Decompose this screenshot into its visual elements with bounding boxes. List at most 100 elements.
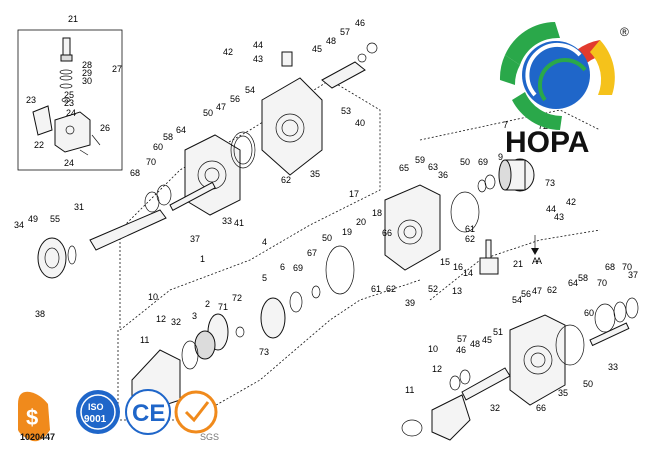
callout-70: 70 [0,0,10,2]
callout-57: 57 [457,334,467,344]
callout-64: 64 [568,278,578,288]
callout-4: 4 [262,237,267,247]
callout-66: 66 [536,403,546,413]
callout-72: 72 [232,293,242,303]
callout-A: A [536,256,542,266]
callout-69: 69 [478,157,488,167]
callout-24: 24 [66,108,76,118]
callout-16: 16 [453,262,463,272]
end-cover-top [184,131,256,216]
callout-70: 70 [622,262,632,272]
callout-51: 51 [493,327,503,337]
arrow-label: A [532,256,538,266]
callout-37: 37 [190,234,200,244]
ce-mark: CE [132,400,165,427]
inset-detail [17,29,123,171]
callout-23: 23 [26,95,36,105]
callout-49: 49 [28,214,38,224]
callout-68: 68 [605,262,615,272]
brand-logo: HOPA ® [499,22,629,159]
callout-27: 27 [112,64,122,74]
callout-38: 38 [35,309,45,319]
callout-19: 19 [342,227,352,237]
callout-43: 43 [253,54,263,64]
drive-shaft-left [37,181,216,279]
callout-67: 67 [307,248,317,258]
iso-number: 9001 [84,414,107,425]
callout-39: 39 [405,298,415,308]
callout-56: 56 [521,289,531,299]
main-housing-top [261,42,378,176]
callout-60: 60 [153,142,163,152]
sgs-label: SGS [200,432,219,442]
callout-24: 24 [64,158,74,168]
callout-17: 17 [349,189,359,199]
callout-13: 13 [452,286,462,296]
registered-mark: ® [620,25,629,39]
callout-71: 71 [218,302,228,312]
callout-11: 11 [405,385,414,395]
callout-50: 50 [583,379,593,389]
callout-12: 12 [156,314,166,324]
callout-25: 25 [64,90,74,100]
callout-40: 40 [355,118,365,128]
callout-66: 66 [382,228,392,238]
callout-33: 33 [608,362,618,372]
callout-48: 48 [326,36,336,46]
callout-58: 58 [578,273,588,283]
callout-61: 61 [371,284,381,294]
callout-69: 69 [293,263,303,273]
callout-60: 60 [584,308,594,318]
callout-62: 62 [281,175,291,185]
main-housing-bottom [401,297,639,441]
callout-55: 55 [50,214,60,224]
callout-26: 26 [100,123,110,133]
callout-63: 63 [428,162,438,172]
callout-48: 48 [470,339,480,349]
callout-42: 42 [566,197,576,207]
callout-50: 50 [203,108,213,118]
callout-33: 33 [222,216,232,226]
certification-badges: $ 1020447 ISO 9001 CE SGS [18,389,219,442]
callout-41: 41 [234,218,244,228]
callout-10: 10 [428,344,438,354]
callout-23: 23 [64,98,74,108]
callout-47: 47 [532,286,542,296]
callout-50: 50 [322,233,332,243]
callout-37: 37 [628,270,638,280]
callout-32: 32 [171,317,181,327]
callout-62: 62 [465,234,475,244]
callout-46: 46 [355,18,365,28]
callout-70: 70 [146,157,156,167]
callout-46: 46 [456,345,466,355]
callout-62: 62 [547,285,557,295]
callout-43: 43 [554,212,564,222]
dollar-icon: $ [26,405,38,430]
cylinder-right [477,158,535,193]
callout-44: 44 [253,40,263,50]
callout-73: 73 [545,178,555,188]
callout-14: 14 [463,268,473,278]
callout-54: 54 [245,85,255,95]
callout-58: 58 [163,132,173,142]
callout-30: 30 [82,76,92,86]
callout-11: 11 [140,335,149,345]
callout-1: 1 [200,254,205,264]
callout-29: 29 [82,68,92,78]
callout-73: 73 [259,347,269,357]
valve-block-center [384,184,499,275]
callout-22: 22 [34,140,44,150]
callout-53: 53 [341,106,351,116]
callout-10: 10 [148,292,158,302]
callout-9: 9 [498,152,503,162]
callout-45: 45 [312,44,322,54]
callout-3: 3 [192,311,197,321]
callout-62: 62 [386,284,396,294]
callout-59: 59 [415,155,425,165]
brand-name: HOPA [505,126,589,159]
callout-36: 36 [438,170,448,180]
callout-35: 35 [310,169,320,179]
view-arrow: A [531,235,539,266]
